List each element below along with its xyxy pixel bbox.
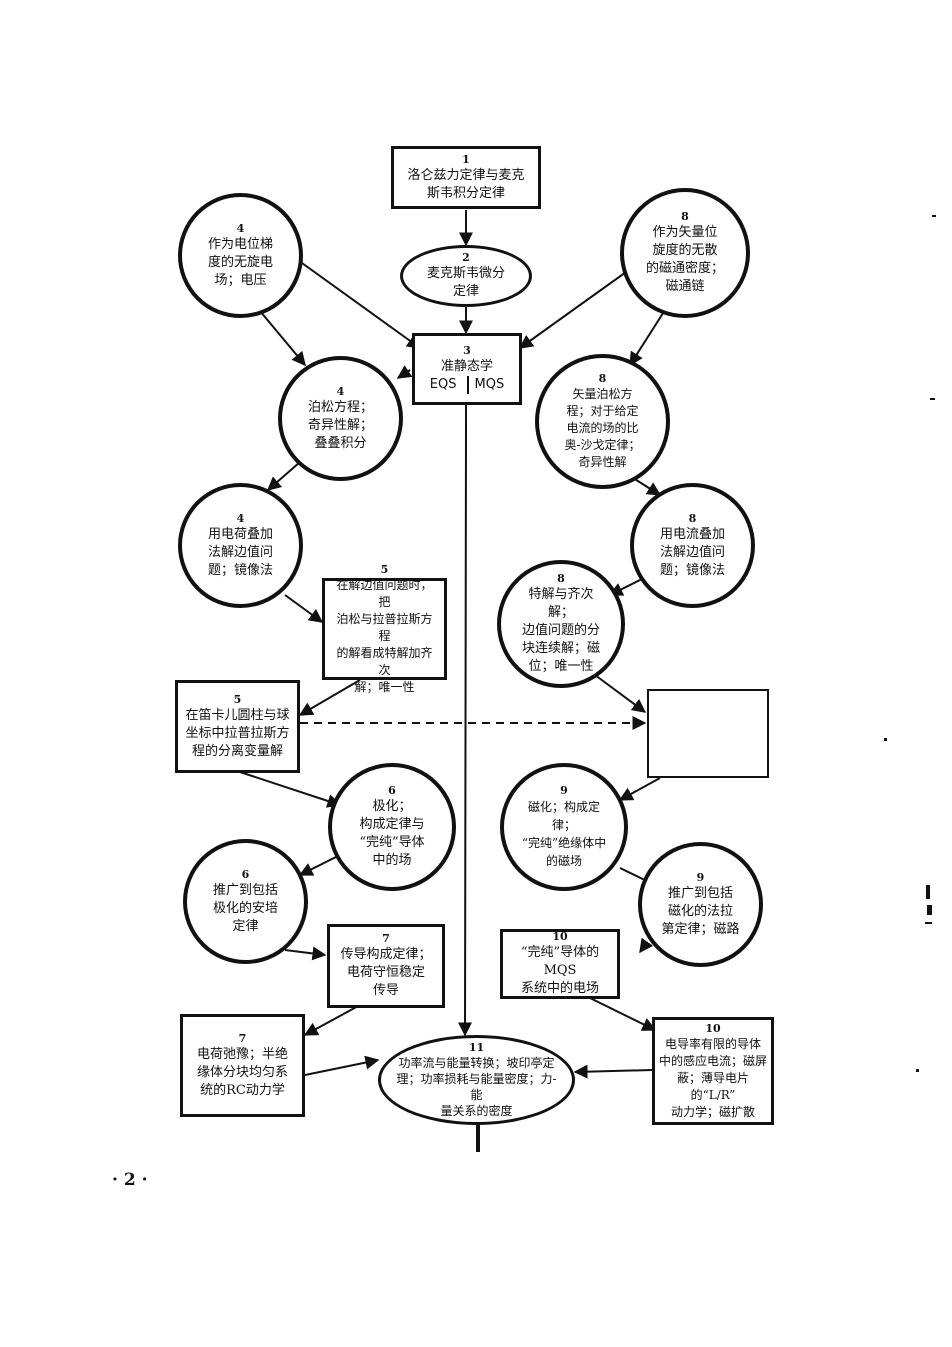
edge-3-4b: [396, 365, 413, 379]
node-10-perfect-conductor-mqs: 10 “完纯”导体的MQS 系统中的电场: [500, 929, 620, 999]
node-text: “完纯”导体的MQS 系统中的电场: [520, 945, 600, 996]
edge-3-11: [458, 405, 473, 1037]
node-8-particular-homogeneous: 8 特解与齐次解； 边值问题的分 块连续解；磁 位；唯一性: [497, 560, 625, 688]
node-6-ampere-polarization: 6 推广到包括 极化的安培 定律: [183, 839, 308, 964]
node-text: 用电荷叠加 法解边值问 题；镜像法: [207, 526, 273, 578]
edge-4c-5a: [284, 594, 324, 623]
node-number: 8: [598, 372, 607, 385]
node-number: 10: [705, 1021, 721, 1035]
node-9-faraday-magnetization: 9 推广到包括 磁化的法拉 第定律；磁路: [638, 842, 763, 967]
node-number: 4: [236, 221, 245, 235]
node-number: 6: [241, 867, 250, 881]
edge-6b-7a: [284, 946, 327, 961]
node-text: 功率流与能量转换；坡印亭定 理；功率损耗与能量密度；力-能 量关系的密度: [396, 1056, 557, 1118]
edge-5a-5b: [298, 679, 361, 716]
node-number: 4: [236, 511, 245, 525]
blank-box: [647, 689, 769, 778]
node-8-current-superposition: 8 用电流叠加 法解边值问 题；镜像法: [630, 483, 755, 608]
node-text: 作为矢量位 旋度的无散 的磁通密度； 磁通链: [645, 225, 724, 294]
edge-4a-4b: [254, 304, 306, 367]
node-number: 11: [468, 1041, 485, 1054]
edge-4b-4c: [266, 461, 301, 491]
node-1-lorentz-maxwell-integral: 1 洛仑兹力定律与麦克 斯韦积分定律: [391, 146, 541, 209]
node-8-vector-poisson: 8 矢量泊松方 程；对于给定 电流的场的比 奥-沙戈定律； 奇异性解: [535, 354, 670, 489]
node-7-conduction-law: 7 传导构成定律； 电荷守恒稳定 传导: [327, 924, 445, 1008]
node-number: 3: [463, 344, 471, 357]
node-text: 电导率有限的导体 中的感应电流；磁屏 蔽；薄导电片的“L/R” 动力学；磁扩散: [659, 1036, 768, 1119]
node-3-quasistatics: 3 准静态学 EQS MQS: [412, 333, 522, 405]
node-10-induced-currents: 10 电导率有限的导体 中的感应电流；磁屏 蔽；薄导电片的“L/R” 动力学；磁…: [652, 1017, 774, 1125]
edge-10b-11: [573, 1064, 653, 1079]
node-9-magnetization: 9 磁化；构成定律； “完纯”绝缘体中 的磁场: [500, 763, 628, 891]
node-text: 推广到包括 磁化的法拉 第定律；磁路: [661, 885, 740, 937]
node-4-irrotational-field: 4 作为电位梯 度的无旋电 场；电压: [178, 193, 303, 318]
node-text: 极化； 构成定律与 “完纯”导体 中的场: [359, 799, 425, 868]
node-number: 5: [380, 562, 389, 576]
node-text: 特解与齐次解； 边值问题的分 块连续解；磁 位；唯一性: [521, 587, 600, 674]
node-number: 6: [388, 784, 396, 797]
page-number: · 2 ·: [112, 1170, 148, 1190]
node-4-charge-superposition: 4 用电荷叠加 法解边值问 题；镜像法: [178, 483, 303, 608]
node-text: 麦克斯韦微分 定律: [426, 266, 505, 299]
mqs-label: MQS: [466, 376, 504, 394]
node-text: 电荷弛豫；半绝 缘体分块均匀系 统的RC动力学: [196, 1046, 288, 1098]
node-number: 4: [336, 384, 345, 398]
node-text: 矢量泊松方 程；对于给定 电流的场的比 奥-沙戈定律； 奇异性解: [564, 387, 641, 469]
node-text: 在解边值问题时，把 泊松与拉普拉斯方程 的解看成特解加齐次 解；唯一性: [336, 577, 433, 694]
node-text: 传导构成定律； 电荷守恒稳定 传导: [340, 947, 432, 998]
node-text: 用电流叠加 法解边值问 题；镜像法: [659, 526, 725, 578]
node-number: 8: [688, 511, 697, 525]
edge-8d-blank: [594, 674, 647, 713]
node-number: 2: [462, 251, 470, 264]
node-text: 准静态学: [440, 359, 493, 374]
eqs-label: EQS: [429, 377, 457, 392]
node-text: 作为电位梯 度的无旋电 场；电压: [207, 236, 273, 288]
node-text: 在笛卡儿圆柱与球 坐标中拉普拉斯方 程的分离变量解: [185, 707, 290, 759]
node-7-charge-relaxation: 7 电荷弛豫；半绝 缘体分块均匀系 统的RC动力学: [180, 1014, 305, 1117]
edge-blank-9a: [618, 777, 661, 801]
node-2-maxwell-differential: 2 麦克斯韦微分 定律: [400, 245, 532, 307]
edge-9b-10a: [639, 937, 654, 954]
edge-4a-3: [294, 257, 422, 349]
node-6-polarization: 6 极化； 构成定律与 “完纯”导体 中的场: [328, 763, 456, 891]
edge-8a-3: [518, 261, 641, 349]
node-11-power-flow-energy: 11 功率流与能量转换；坡印亭定 理；功率损耗与能量密度；力-能 量关系的密度: [378, 1035, 575, 1125]
node-text: 推广到包括 极化的安培 定律: [212, 882, 278, 934]
node-number: 8: [681, 210, 689, 223]
edge-7a-7b: [303, 1004, 361, 1036]
node-text: 洛仑兹力定律与麦克 斯韦积分定律: [407, 167, 525, 201]
edge-8a-8b: [629, 309, 666, 367]
node-number: 9: [560, 784, 568, 797]
node-5-separation-of-variables: 5 在笛卡儿圆柱与球 坐标中拉普拉斯方 程的分离变量解: [175, 680, 300, 773]
node-number: 7: [238, 1031, 247, 1045]
edge-10a-10b: [589, 997, 657, 1031]
node-number: 7: [382, 932, 390, 945]
node-number: 9: [696, 870, 705, 884]
node-5-boundary-value-uniqueness: 5 在解边值问题时，把 泊松与拉普拉斯方程 的解看成特解加齐次 解；唯一性: [322, 563, 447, 694]
edge-5b-6a: [239, 771, 342, 808]
node-number: 8: [557, 572, 565, 585]
node-number: 5: [233, 692, 242, 706]
node-8-vector-potential: 8 作为矢量位 旋度的无散 的磁通密度； 磁通链: [620, 188, 750, 318]
node-text: 磁化；构成定律； “完纯”绝缘体中 的磁场: [521, 800, 607, 868]
node-number: 10: [552, 930, 568, 943]
node-number: 1: [462, 152, 470, 166]
node-4-poisson-equation: 4 泊松方程； 奇异性解； 叠叠积分: [278, 356, 403, 481]
edge-7b-11: [304, 1055, 380, 1076]
edge-6a-6b: [298, 854, 341, 876]
node-text: 泊松方程； 奇异性解； 叠叠积分: [307, 399, 373, 451]
